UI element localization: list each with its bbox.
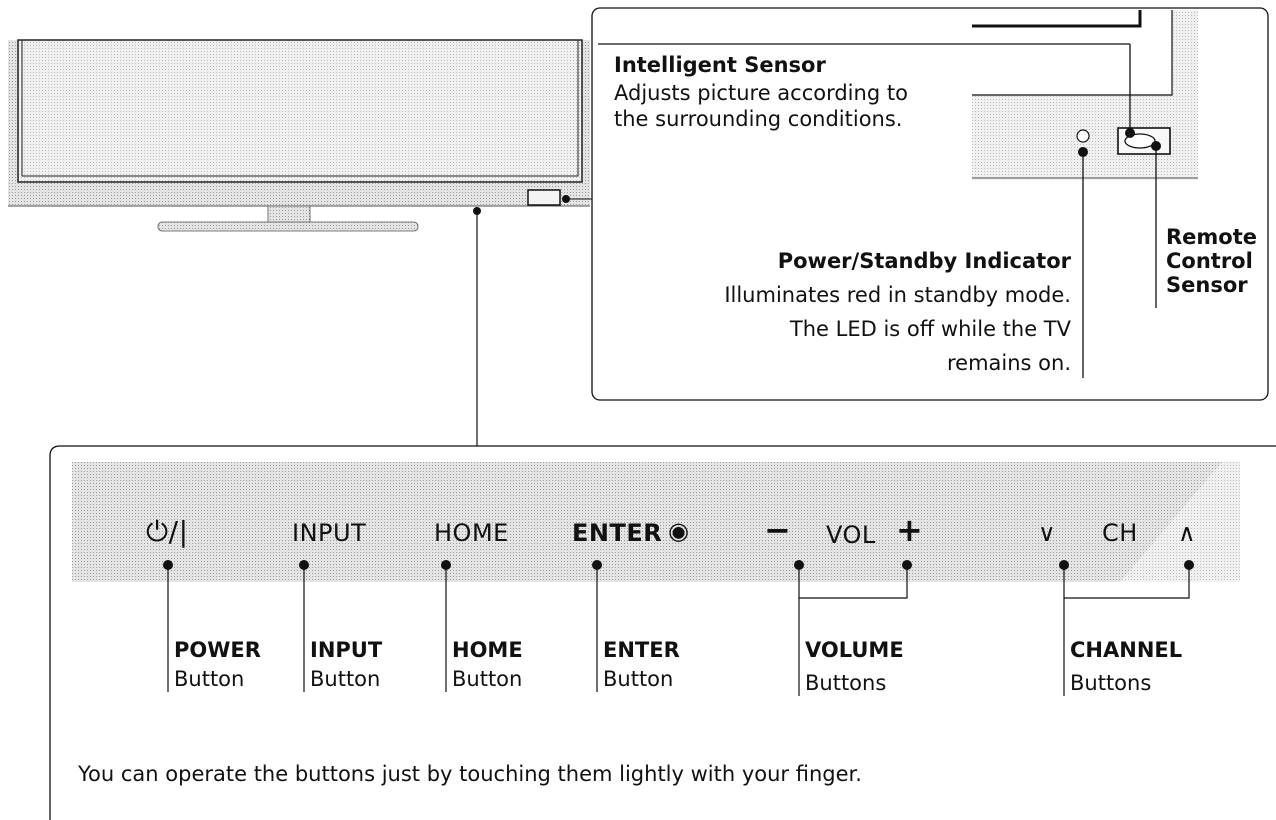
volume-up-button[interactable]: + bbox=[896, 511, 924, 549]
power-button-icon[interactable]: ⏻/| bbox=[146, 515, 189, 548]
channel-down-button[interactable]: ∨ bbox=[1038, 519, 1057, 547]
enter-icon: ◉ bbox=[668, 517, 690, 545]
remote-sensor-label-3: Sensor bbox=[1166, 273, 1248, 297]
home-button-label-2: Button bbox=[452, 667, 523, 691]
input-button-label-2: Button bbox=[310, 667, 381, 691]
remote-sensor-label-1: Remote bbox=[1166, 225, 1258, 249]
channel-buttons-label-1: CHANNEL bbox=[1070, 638, 1183, 662]
power-button-label-2: Button bbox=[174, 667, 245, 691]
input-button-label-1: INPUT bbox=[310, 638, 383, 662]
input-button[interactable]: INPUT bbox=[292, 519, 367, 547]
intelligent-sensor-desc-2: the surrounding conditions. bbox=[614, 107, 903, 131]
volume-label: VOL bbox=[826, 521, 876, 549]
channel-up-button[interactable]: ∧ bbox=[1178, 519, 1197, 547]
volume-buttons-label-2: Buttons bbox=[805, 671, 887, 695]
enter-button-label-2: Button bbox=[603, 667, 674, 691]
sensor-callout-box bbox=[591, 7, 1269, 401]
power-indicator-desc-1: Illuminates red in standby mode. bbox=[724, 283, 1071, 307]
enter-button-label-1: ENTER bbox=[603, 638, 680, 662]
channel-label: CH bbox=[1102, 519, 1138, 547]
volume-buttons-label-1: VOLUME bbox=[805, 638, 904, 662]
volume-down-button[interactable]: − bbox=[764, 511, 792, 549]
channel-buttons-label-2: Buttons bbox=[1070, 671, 1152, 695]
power-button-label-1: POWER bbox=[174, 638, 261, 662]
power-indicator-desc-3: remains on. bbox=[946, 351, 1071, 375]
home-button[interactable]: HOME bbox=[434, 519, 509, 547]
control-panel-box bbox=[49, 445, 1276, 820]
remote-sensor-label-2: Control bbox=[1166, 249, 1253, 273]
tv-sensor-dot bbox=[562, 195, 570, 203]
home-button-label-1: HOME bbox=[452, 638, 523, 662]
intelligent-sensor-title: Intelligent Sensor bbox=[614, 53, 826, 77]
footnote: You can operate the buttons just by touc… bbox=[78, 762, 862, 786]
tv-illustration bbox=[8, 39, 592, 446]
intelligent-sensor-desc-1: Adjusts picture according to bbox=[614, 81, 908, 105]
power-indicator-title: Power/Standby Indicator bbox=[777, 249, 1071, 273]
power-indicator-desc-2: The LED is off while the TV bbox=[789, 317, 1071, 341]
intelligent-sensor-dot bbox=[1125, 128, 1135, 138]
enter-button[interactable]: ENTER bbox=[572, 519, 663, 547]
